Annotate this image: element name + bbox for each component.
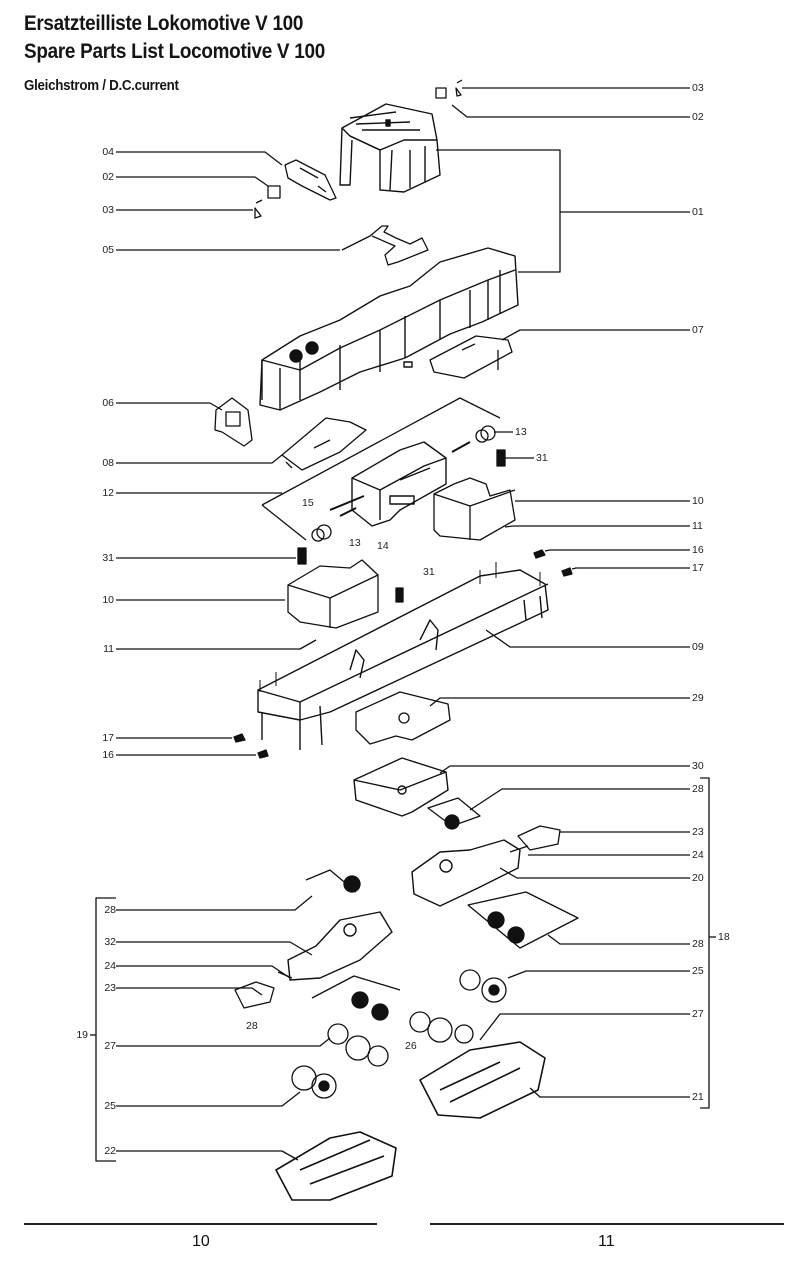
part-coupler-23-24-right: [509, 825, 561, 853]
part-wheelset-group-28-right: [467, 891, 579, 949]
callout-15: 15: [302, 497, 314, 509]
callout-31-left: 31: [102, 552, 114, 564]
callout-30: 30: [692, 760, 704, 772]
part-gear-housing-21: [419, 1041, 546, 1119]
part-wheelset-25-left: [291, 1065, 337, 1099]
callout-03-right: 03: [692, 82, 704, 94]
part-bogie-frame-32: [287, 911, 393, 981]
callout-31-right: 31: [536, 452, 548, 464]
leader-lines-right: [429, 87, 716, 1109]
callout-17-left: 17: [102, 732, 114, 744]
callout-24-left: 24: [104, 960, 116, 972]
callout-10-right: 10: [692, 495, 704, 507]
callout-11-left: 11: [103, 643, 114, 655]
part-coupler-small-top: [435, 79, 463, 99]
callout-26: 26: [405, 1040, 417, 1052]
title-german: Ersatzteilliste Lokomotive V 100: [24, 12, 304, 35]
callout-29: 29: [692, 692, 704, 704]
callout-11-right: 11: [692, 520, 703, 532]
callout-03-left: 03: [102, 204, 114, 216]
callout-21: 21: [692, 1091, 704, 1103]
callout-09: 09: [692, 641, 704, 653]
callout-16-left: 16: [102, 749, 114, 761]
page-number-left: 10: [192, 1233, 210, 1250]
part-window-04: [284, 159, 337, 201]
callout-12: 12: [102, 487, 114, 499]
part-cab-housing: [339, 103, 441, 193]
callout-08: 08: [102, 457, 114, 469]
footer-rule-right: [430, 1223, 784, 1225]
part-wheelset-25-right: [459, 969, 507, 1003]
part-circuit-plate-08: [281, 417, 367, 471]
callout-22: 22: [104, 1145, 116, 1157]
callout-13-right: 13: [515, 426, 527, 438]
callout-13-inline: 13: [349, 537, 361, 549]
callout-14: 14: [377, 540, 389, 552]
callout-25-right: 25: [692, 965, 704, 977]
title-english: Spare Parts List Locomotive V 100: [24, 40, 325, 63]
callout-02-right: 02: [692, 111, 704, 123]
part-motor-group-outline-12: [261, 397, 501, 541]
callout-10-left: 10: [102, 594, 114, 606]
callout-23-right: 23: [692, 826, 704, 838]
callout-06: 06: [102, 397, 114, 409]
callout-20: 20: [692, 872, 704, 884]
callout-05: 05: [102, 244, 114, 256]
callout-18-group: 18: [718, 931, 730, 943]
callout-27-right: 27: [692, 1008, 704, 1020]
part-motor-14: [329, 441, 471, 527]
footer-rule-left: [24, 1223, 377, 1225]
subtitle-current-type: Gleichstrom / D.C.current: [24, 78, 179, 94]
part-wheelset-group-28-left: [305, 869, 401, 1021]
callout-28-right-lower: 28: [692, 938, 704, 950]
part-flywheel-13: [311, 425, 496, 542]
page-number-right: 11: [598, 1233, 615, 1250]
part-locomotive-body: [259, 247, 519, 411]
callout-28-inline: 28: [246, 1020, 258, 1032]
callout-24-right: 24: [692, 849, 704, 861]
part-coupler-23-24-left: [234, 971, 293, 1009]
part-tray-30: [353, 757, 449, 817]
part-gear-28-upper: [427, 797, 481, 830]
callout-31-inline: 31: [423, 566, 435, 578]
callout-25-left: 25: [104, 1100, 116, 1112]
callout-23-left: 23: [104, 982, 116, 994]
part-bogie-cover-29: [355, 691, 451, 745]
part-contact-16-17: [233, 549, 573, 759]
callout-32: 32: [104, 936, 116, 948]
callout-19-group: 19: [76, 1029, 88, 1041]
part-coupler-small-left: [254, 185, 281, 219]
part-circuit-plate-07: [429, 335, 513, 379]
part-chassis-frame-09: [257, 562, 549, 750]
leader-lines-left: [90, 151, 340, 1162]
callout-02-left: 02: [102, 171, 114, 183]
callout-01: 01: [692, 206, 704, 218]
part-handrail-05: [341, 225, 429, 266]
part-motor-mount-10: [287, 477, 516, 629]
callout-28-right-upper: 28: [692, 783, 704, 795]
callout-17-right: 17: [692, 562, 704, 574]
callout-28-left: 28: [104, 904, 116, 916]
part-bogie-frame-20: [411, 839, 521, 907]
part-wheelset-26-27: [327, 1011, 474, 1067]
part-screw-31: [297, 449, 506, 603]
callout-04: 04: [102, 146, 114, 158]
part-front-plate-06: [214, 397, 253, 447]
callout-16-right: 16: [692, 544, 704, 556]
callout-27-left: 27: [104, 1040, 116, 1052]
part-gear-housing-22: [275, 1131, 397, 1201]
callout-07: 07: [692, 324, 704, 336]
